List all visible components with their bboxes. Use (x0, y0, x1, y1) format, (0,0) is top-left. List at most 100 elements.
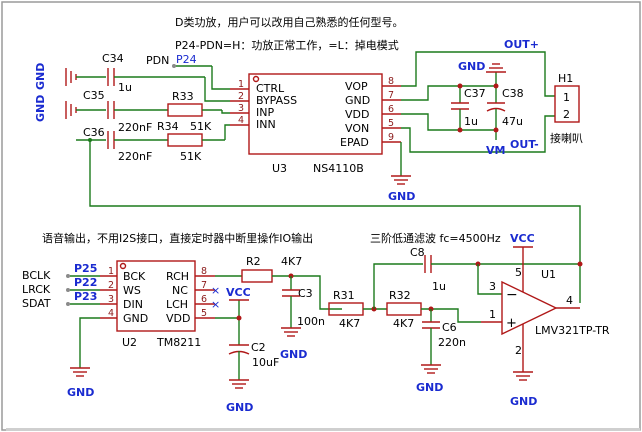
gnd-label-c2: GND (226, 401, 253, 414)
r34-value-a: 51K (190, 120, 212, 133)
u2-pin3-name: DIN (123, 298, 143, 311)
gnd-symbol-c2: GND (226, 379, 253, 414)
c38-ref: C38 (502, 87, 524, 100)
c36-value: 220nF (118, 150, 152, 163)
ic-u2-tm8211: BCK WS DIN GND 1 2 3 4 RCH NC LCH VDD 8 … (100, 260, 215, 349)
u3-part: NS4110B (313, 162, 364, 175)
capacitor-c38: C38 47u (486, 72, 524, 140)
u3-pin1-num: 1 (238, 79, 244, 90)
r34-value-b: 51K (180, 150, 202, 163)
pdn-label: PDN (146, 54, 169, 67)
gnd-symbol-epad: GND (388, 175, 415, 203)
p23-label: P23 (74, 290, 97, 303)
c2-ref: C2 (251, 341, 266, 354)
gnd-label-c3: GND (280, 348, 307, 361)
gnd-label-epad: GND (388, 190, 415, 203)
u2-pin2-name: WS (123, 284, 141, 297)
gnd-label-u1: GND (510, 395, 537, 408)
c38-value: 47u (502, 115, 523, 128)
u1-minus: − (506, 287, 518, 303)
note-pdn: P24-PDN=H：功放正常工作，=L：掉电模式 (175, 38, 399, 52)
r2-ref: R2 (246, 255, 261, 268)
note-voice-output: 语音输出，不用I2S接口，直接定时器中断里操作IO输出 (42, 231, 313, 245)
u2-pin6-name: LCH (166, 298, 188, 311)
pdn-net: PDN P24 (146, 53, 212, 68)
u2-pin1-num: 1 (108, 266, 114, 277)
nc-marker-7: × (211, 284, 220, 297)
u3-pin2-name: BYPASS (256, 94, 297, 107)
vcc-symbol-u1: VCC (510, 232, 535, 259)
u2-pin8-name: RCH (166, 270, 189, 283)
u3-pin4-name: INN (256, 118, 276, 131)
u2-pin7-name: NC (172, 284, 188, 297)
u3-pin8-name: VOP (345, 80, 368, 93)
connector-h1: H1 1 2 接喇叭 (550, 72, 583, 145)
resistor-r33: R33 (167, 90, 222, 117)
u1-plus: + (506, 316, 517, 331)
capacitor-c35: C35 220nF (83, 89, 168, 134)
resistor-r32: R32 4K7 (386, 289, 422, 330)
r2-value: 4K7 (281, 255, 302, 268)
u1-pin5: 5 (515, 266, 522, 279)
lrck-label: LRCK (22, 283, 51, 296)
u2-pin2-num: 2 (108, 280, 114, 291)
pdn-pin-dot (172, 64, 176, 68)
c3-value: 100n (297, 315, 325, 328)
u3-ref: U3 (272, 162, 287, 175)
u3-pin2-num: 2 (238, 91, 244, 102)
p22-label: P22 (74, 276, 97, 289)
r32-value: 4K7 (393, 317, 414, 330)
out-plus-label: OUT+ (504, 38, 539, 51)
r31-value: 4K7 (339, 317, 360, 330)
gnd-symbol-u2: GND (67, 367, 94, 399)
h1-pin1: 1 (563, 91, 570, 104)
u2-ref: U2 (122, 336, 137, 349)
c35-ref: C35 (83, 89, 105, 102)
u2-pin4-num: 4 (108, 308, 114, 319)
gnd-symbol-c3: GND (280, 327, 307, 361)
u2-pin4-name: GND (123, 312, 148, 325)
u2-pin6-num: 6 (201, 294, 207, 305)
c37-ref: C37 (464, 87, 486, 100)
vcc-label-u2: VCC (226, 286, 251, 299)
u3-pin9-name: EPAD (340, 136, 369, 149)
u1-pin4: 4 (566, 294, 573, 307)
c37-value: 1u (464, 115, 478, 128)
u2-part: TM8211 (156, 336, 201, 349)
resistor-r31: R31 4K7 (328, 289, 364, 330)
c34-ref: C34 (102, 52, 124, 65)
capacitor-c6: C6 220n (422, 309, 466, 365)
c6-value: 220n (438, 336, 466, 349)
u3-pin8-num: 8 (388, 76, 394, 87)
u3-pin9-num: 9 (388, 132, 394, 143)
c8-ref: C8 (410, 246, 425, 259)
u2-pin3-num: 3 (108, 294, 114, 305)
u1-part: LMV321TP-TR (535, 324, 610, 337)
capacitor-c2: C2 10uF (228, 341, 279, 380)
gnd-symbol-c35: GND (34, 95, 106, 122)
u1-pin1: 1 (489, 308, 496, 321)
u3-pin5-name: VON (345, 122, 369, 135)
gnd-symbol-c6: GND (416, 364, 443, 394)
opamp-u1: − + 3 1 4 5 2 U1 LMV321TP-TR (481, 259, 610, 372)
capacitor-c36: C36 220nF (76, 126, 168, 163)
note-lowpass: 三阶低通滤波 fc=4500Hz (370, 231, 501, 245)
u1-pin3: 3 (489, 280, 496, 293)
c6-ref: C6 (442, 321, 457, 334)
out-minus-label: OUT- (510, 138, 539, 151)
r34-ref: R34 (157, 120, 179, 133)
u3-pin7-name: GND (345, 94, 370, 107)
gnd-label-c38: GND (458, 60, 485, 73)
u2-pin5-num: 5 (201, 308, 207, 319)
h1-ref: H1 (558, 72, 573, 85)
u2-pin7-num: 7 (201, 280, 207, 291)
gnd-symbol-c34: GND (34, 63, 106, 90)
u2-pin8-num: 8 (201, 266, 207, 277)
c34-value: 1u (118, 81, 132, 94)
u3-pin5-num: 5 (388, 118, 394, 129)
vcc-symbol-u2: VCC (226, 286, 251, 301)
r31-ref: R31 (333, 289, 355, 302)
u3-pin1-name: CTRL (256, 82, 285, 95)
gnd-symbol-u1: GND (510, 371, 537, 408)
